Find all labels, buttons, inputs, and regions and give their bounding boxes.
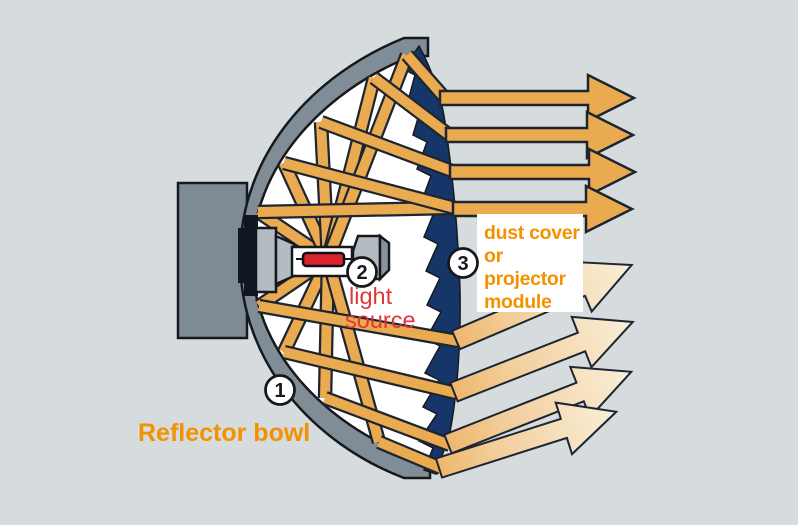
bulb-tip-shade — [378, 233, 391, 283]
beam-arrow-4 — [434, 401, 619, 479]
dust-cover-line-3: projector — [484, 268, 567, 290]
callout-1-number: 1 — [274, 380, 285, 402]
bulb-socket — [254, 226, 278, 294]
exit-arrow-4 — [451, 183, 635, 235]
upper-reflected-rays — [257, 50, 457, 220]
dust-cover-label: dust cover or projector module — [484, 222, 581, 313]
callout-3-circle — [447, 247, 479, 279]
dust-cover-label-box — [477, 214, 583, 312]
dust-cover-line-4: module — [484, 291, 552, 313]
callout-2: 2 — [346, 256, 378, 288]
callout-3: 3 — [447, 247, 479, 279]
dust-cover-line-2: or — [484, 245, 504, 267]
bulb-mount — [238, 215, 258, 296]
light-source-filament — [301, 251, 346, 268]
beam-arrow-2 — [449, 315, 635, 403]
reflector-bowl-label: Reflector bowl — [138, 419, 310, 447]
dust-cover-lens — [401, 44, 461, 475]
light-source-label: light source — [345, 283, 416, 333]
dust-cover-line-1: dust cover — [484, 222, 580, 244]
exit-arrow-3 — [448, 146, 638, 198]
callout-2-number: 2 — [356, 262, 367, 284]
callout-1-circle — [264, 374, 296, 406]
callout-2-circle — [346, 256, 378, 288]
light-source-line-1: light — [349, 283, 393, 309]
exit-arrow-1 — [438, 72, 637, 124]
light-source-line-2: source — [345, 307, 416, 333]
callout-1: 1 — [264, 374, 296, 406]
parallel-exit-arrows — [438, 72, 638, 235]
bulb-housing-block — [176, 181, 249, 340]
beam-arrow-3 — [443, 365, 634, 455]
bulb-assembly — [238, 215, 391, 296]
exit-arrow-2 — [444, 109, 636, 161]
lower-reflected-rays — [257, 298, 460, 475]
callout-3-number: 3 — [457, 253, 468, 275]
